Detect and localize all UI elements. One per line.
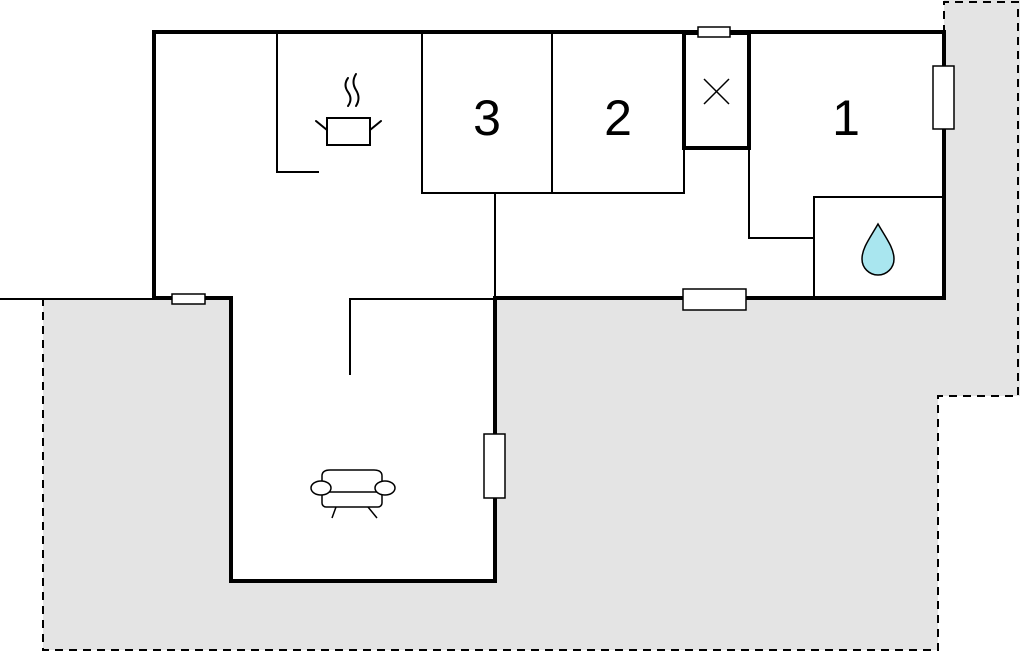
terrace-boundary <box>42 1 1019 651</box>
sofa-icon <box>310 469 396 519</box>
window <box>483 433 506 499</box>
window <box>932 65 955 130</box>
house-interior <box>154 32 944 581</box>
room-label-2: 2 <box>604 90 632 146</box>
cooking-pot-icon <box>315 73 382 146</box>
window <box>682 288 747 311</box>
toilet-x-icon <box>703 78 730 105</box>
room-label-3: 3 <box>473 90 501 146</box>
window <box>697 26 731 38</box>
water-drop-icon <box>861 222 895 276</box>
room-label-1: 1 <box>832 90 860 146</box>
window <box>171 293 206 305</box>
interior-walls <box>276 33 943 375</box>
